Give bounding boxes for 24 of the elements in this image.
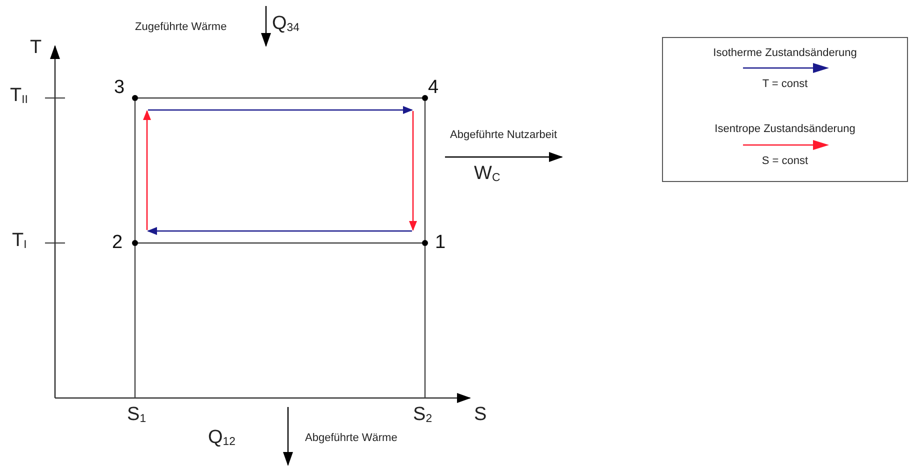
axis-symbol: W$_{C}$ [474,164,500,185]
legend-text: Isotherme Zustandsänderung [712,47,858,59]
axis-symbol: S$_{1}$ [127,405,146,426]
annotation-text: Zugeführte Wärme [135,21,227,34]
axis-symbol: T$_{II}$ [10,86,28,107]
legend-note: T = const [761,78,809,90]
legend-text: Isentrope Zustandsänderung [714,123,856,135]
process-arrow [143,110,151,230]
state-point: 4 [422,78,442,101]
legend-note: S = const [760,155,810,167]
annotation-text: Abgeführte Nutzarbeit [450,129,558,142]
process-arrow [409,111,417,231]
axis-symbol: S [474,405,487,426]
annotation-text: Abgeführte Wärme [305,432,398,444]
axis-symbol: S$_{2}$ [413,405,432,426]
axis-symbol: T [30,38,42,59]
process-arrow [147,227,412,235]
axis-symbol: Q$_{34}$ [272,14,300,35]
state-point: 2 [112,232,138,254]
process-arrow [148,106,413,114]
state-point: 1 [422,232,450,254]
state-point: 3 [114,78,138,101]
axis-symbol: T$_{I}$ [12,231,27,252]
axis-symbol: Q$_{12}$ [208,428,236,449]
